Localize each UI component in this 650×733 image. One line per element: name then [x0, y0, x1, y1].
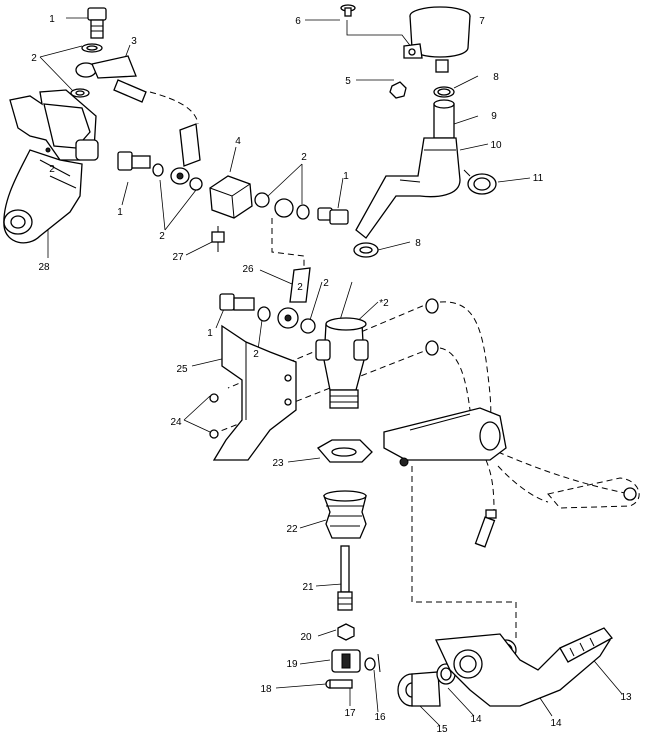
callout-23: 23	[272, 458, 284, 469]
cotter-pin-icon	[377, 653, 381, 673]
hose-clamp-icon	[433, 86, 455, 98]
callout-4: 4	[235, 136, 241, 147]
jam-nut-icon	[337, 623, 355, 641]
master-cylinder-icon	[315, 317, 369, 409]
fluid-reservoir-icon	[403, 6, 471, 73]
reservoir-hose-icon	[355, 137, 461, 239]
callout-20: 20	[300, 632, 312, 643]
callout-2: *2	[379, 298, 389, 309]
banjo-bolt-icon	[219, 293, 316, 334]
callout-16: 16	[374, 712, 386, 723]
o-ring-icon	[425, 298, 439, 356]
callout-2: 2	[323, 278, 329, 289]
callout-1: 1	[117, 207, 123, 218]
push-rod-icon	[337, 545, 353, 611]
callout-18: 18	[260, 684, 272, 695]
brake-hose-icon	[277, 267, 311, 329]
fitting-tube-icon	[433, 99, 455, 139]
callout-labels: 1 2 3 6 7 5 8 9 10 11 4 2 1 1 2 2 8 27 2…	[31, 14, 632, 733]
clevis-pin-icon	[325, 679, 353, 689]
callout-14: 14	[470, 714, 482, 725]
brake-hose-icon	[75, 55, 201, 185]
clevis-icon	[331, 649, 361, 673]
boot-retainer-icon	[316, 439, 373, 463]
washer-icon	[364, 657, 376, 671]
mounting-bracket-icon	[209, 324, 297, 461]
callout-26: 26	[242, 264, 254, 275]
callout-19: 19	[286, 659, 298, 670]
callout-8: 8	[493, 72, 499, 83]
callout-1: 1	[343, 171, 349, 182]
callout-14: 14	[550, 718, 562, 729]
screw-icon	[340, 4, 356, 17]
spring-clamp-icon	[463, 169, 497, 195]
callout-22: 22	[286, 524, 298, 535]
callout-2: 2	[159, 231, 165, 242]
callout-9: 9	[491, 111, 497, 122]
callout-6: 6	[295, 16, 301, 27]
callout-15: 15	[436, 724, 448, 733]
hose-clamp-icon	[353, 242, 379, 258]
brake-pedal-icon	[435, 627, 613, 707]
callout-7: 7	[479, 16, 485, 27]
callout-21: 21	[302, 582, 314, 593]
hex-nut-icon	[389, 81, 407, 99]
bleeder-valve-icon	[211, 226, 225, 252]
mounting-bolt-icon	[474, 509, 497, 548]
callout-28: 28	[38, 262, 50, 273]
callout-13: 13	[620, 692, 632, 703]
callout-1: 1	[49, 14, 55, 25]
callout-24: 24	[170, 417, 182, 428]
frame-arm-icon	[383, 407, 640, 509]
callout-5: 5	[345, 76, 351, 87]
pivot-bushing-icon	[397, 671, 441, 707]
callout-3: 3	[131, 36, 137, 47]
sealing-washer-icon	[70, 43, 103, 98]
callout-2: 2	[301, 152, 307, 163]
callout-11: 11	[533, 173, 544, 184]
brake-caliper-icon	[3, 89, 99, 244]
callout-2: 2	[49, 164, 55, 175]
callout-2: 2	[297, 282, 303, 293]
callout-25: 25	[176, 364, 188, 375]
dust-boot-icon	[323, 490, 367, 539]
callout-8: 8	[415, 238, 421, 249]
callout-1: 1	[207, 328, 213, 339]
callout-27: 27	[172, 252, 184, 263]
sealing-washer-icon	[274, 198, 349, 225]
callout-10: 10	[490, 140, 502, 151]
callout-17: 17	[344, 708, 356, 719]
brake-junction-block-icon	[209, 175, 270, 219]
callout-2: 2	[31, 53, 37, 64]
banjo-bolt-icon	[117, 151, 203, 191]
callout-2: 2	[253, 349, 259, 360]
banjo-bolt-icon	[87, 7, 107, 39]
